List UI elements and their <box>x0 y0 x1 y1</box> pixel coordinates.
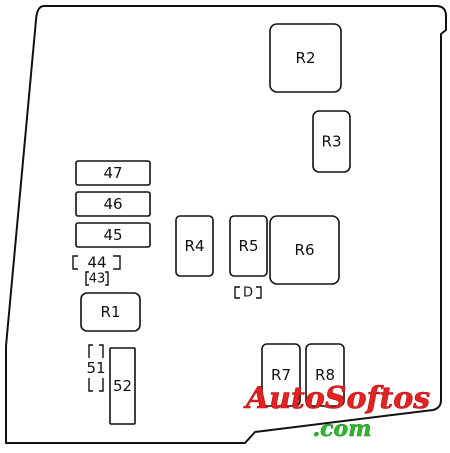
relay-r4-label: R4 <box>185 237 205 255</box>
fuse-51-label: 51 <box>86 359 105 377</box>
fuse-45-label: 45 <box>103 226 122 244</box>
diode-d-label: D <box>243 286 253 301</box>
fuse-52: 52 <box>109 347 136 425</box>
fuse-box-outline <box>5 5 447 444</box>
fuse-43: 43 <box>85 271 109 287</box>
watermark-domain: .com <box>312 416 371 442</box>
fuse-46-label: 46 <box>103 195 122 213</box>
fuse-45: 45 <box>75 222 151 248</box>
fuse-44: 44 <box>72 254 121 272</box>
fuse-47: 47 <box>75 160 151 186</box>
diode-d: D <box>234 286 262 301</box>
relay-r1-label: R1 <box>101 303 121 321</box>
relay-r4: R4 <box>175 215 214 277</box>
relay-r8-label: R8 <box>315 366 335 384</box>
relay-r3: R3 <box>312 110 351 173</box>
relay-r6-label: R6 <box>295 241 315 259</box>
relay-r5-label: R5 <box>239 237 259 255</box>
relay-r7-label: R7 <box>271 366 291 384</box>
fuse-44-label: 44 <box>87 254 106 272</box>
fuse-52-label: 52 <box>113 377 132 395</box>
relay-r2-label: R2 <box>296 49 316 67</box>
relay-r8: R8 <box>305 343 345 407</box>
fuse-51: 51 <box>86 344 106 392</box>
relay-r1: R1 <box>80 292 141 332</box>
relay-r5: R5 <box>229 215 268 277</box>
watermark-text: AutoSoftos <box>243 381 430 416</box>
fuse-47-label: 47 <box>103 164 122 182</box>
relay-r3-label: R3 <box>322 133 342 151</box>
relay-r7: R7 <box>261 343 301 407</box>
fuse-46: 46 <box>75 191 151 217</box>
relay-r6: R6 <box>269 215 340 285</box>
relay-r2: R2 <box>269 23 342 93</box>
fuse-43-label: 43 <box>89 272 106 287</box>
